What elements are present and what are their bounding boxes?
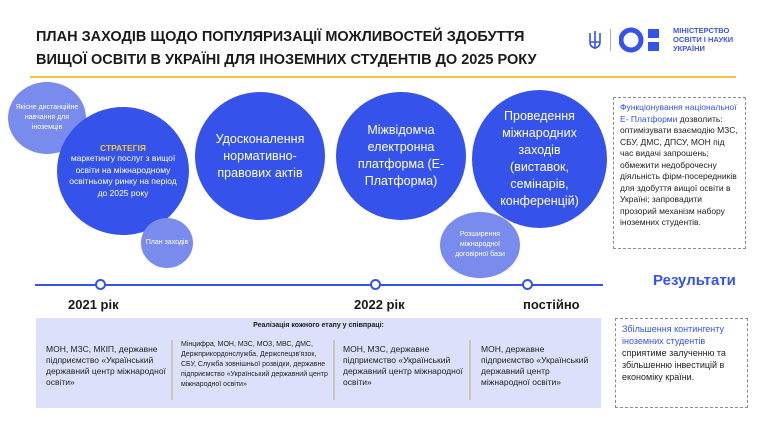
timeline-dot (95, 279, 106, 290)
timeline-label: постійно (523, 297, 580, 312)
trident-icon (589, 30, 601, 49)
circle-treaty: Розширення міжнародної договірної бази (440, 212, 520, 278)
cooperation-column: МОН, МЗС, МКІП, державне підприємство «У… (46, 344, 166, 387)
box-text: сприятиме залученню та збільшенню інвест… (622, 348, 726, 382)
logo-line: МІНІСТЕРСТВО (673, 26, 730, 35)
strategy-heading: СТРАТЕГІЯ (100, 143, 146, 153)
circle-plan: План заходів (141, 218, 193, 268)
circle-legal: Удосконалення нормативно-правових актів (195, 92, 325, 220)
timeline-label: 2021 рік (68, 297, 119, 312)
circle-events: Проведення міжнародних заходів (виставок… (472, 90, 607, 228)
circle-platform: Міжвідомча електронна платформа (Е-Платф… (336, 92, 466, 220)
timeline-dot (370, 279, 381, 290)
circle-text: Удосконалення нормативно-правових актів (215, 131, 305, 180)
circle-text: Міжвідомча електронна платформа (Е-Платф… (357, 123, 445, 188)
logo-line: ОСВІТИ І НАУКИ (673, 35, 734, 44)
circle-text: Проведення міжнародних заходів (виставок… (500, 109, 579, 208)
cooperation-column: МОН, МЗС, державне підприємство «Українс… (343, 344, 463, 387)
cooperation-heading: Реалізація кожного етапу у співпраці: (253, 322, 384, 329)
circle-text: Розширення міжнародної договірної бази (455, 231, 505, 258)
platform-result-box: Функціонування національної Е- Платформи… (613, 97, 746, 249)
logo-line: УКРАЇНИ (673, 44, 705, 53)
divider (30, 76, 736, 78)
circle-text: План заходів (145, 239, 189, 246)
box-text: дозволить: оптимізувати взаємодію МЗС, С… (620, 113, 738, 228)
circle-distance-learning: Якісне дистанційне навчання для іноземці… (8, 82, 86, 154)
cooperation-panel: Реалізація кожного етапу у співпраці: МО… (36, 318, 601, 408)
timeline-label: 2022 рік (354, 297, 405, 312)
circle-text: маркетингу послуг з вищої освіти на міжн… (69, 153, 177, 198)
box-heading: Збільшення контингенту іноземних студент… (622, 324, 724, 346)
circle-text: Якісне дистанційне навчання для іноземці… (15, 104, 79, 131)
cooperation-column: МОН, державне підприємство «Український … (481, 344, 589, 387)
column-separator (333, 340, 335, 400)
circle-strategy: СТРАТЕГІЯ маркетингу послуг з вищої осві… (57, 107, 189, 235)
timeline-dot (522, 279, 533, 290)
mon-logo-icon (619, 27, 659, 52)
results-heading: Результати (653, 272, 736, 289)
column-separator (469, 340, 471, 400)
growth-result-box: Збільшення контингенту іноземних студент… (615, 318, 748, 408)
timeline-line (35, 284, 603, 286)
page-title: ПЛАН ЗАХОДІВ ЩОДО ПОПУЛЯРИЗАЦІЇ МОЖЛИВОС… (36, 29, 537, 68)
column-separator (171, 340, 173, 400)
box-heading: Функціонування національної Е- Платформи (620, 102, 737, 124)
cooperation-column: Мінцифра, МОН, МЗС, МОЗ, МВС, ДМС, Держп… (181, 341, 328, 388)
